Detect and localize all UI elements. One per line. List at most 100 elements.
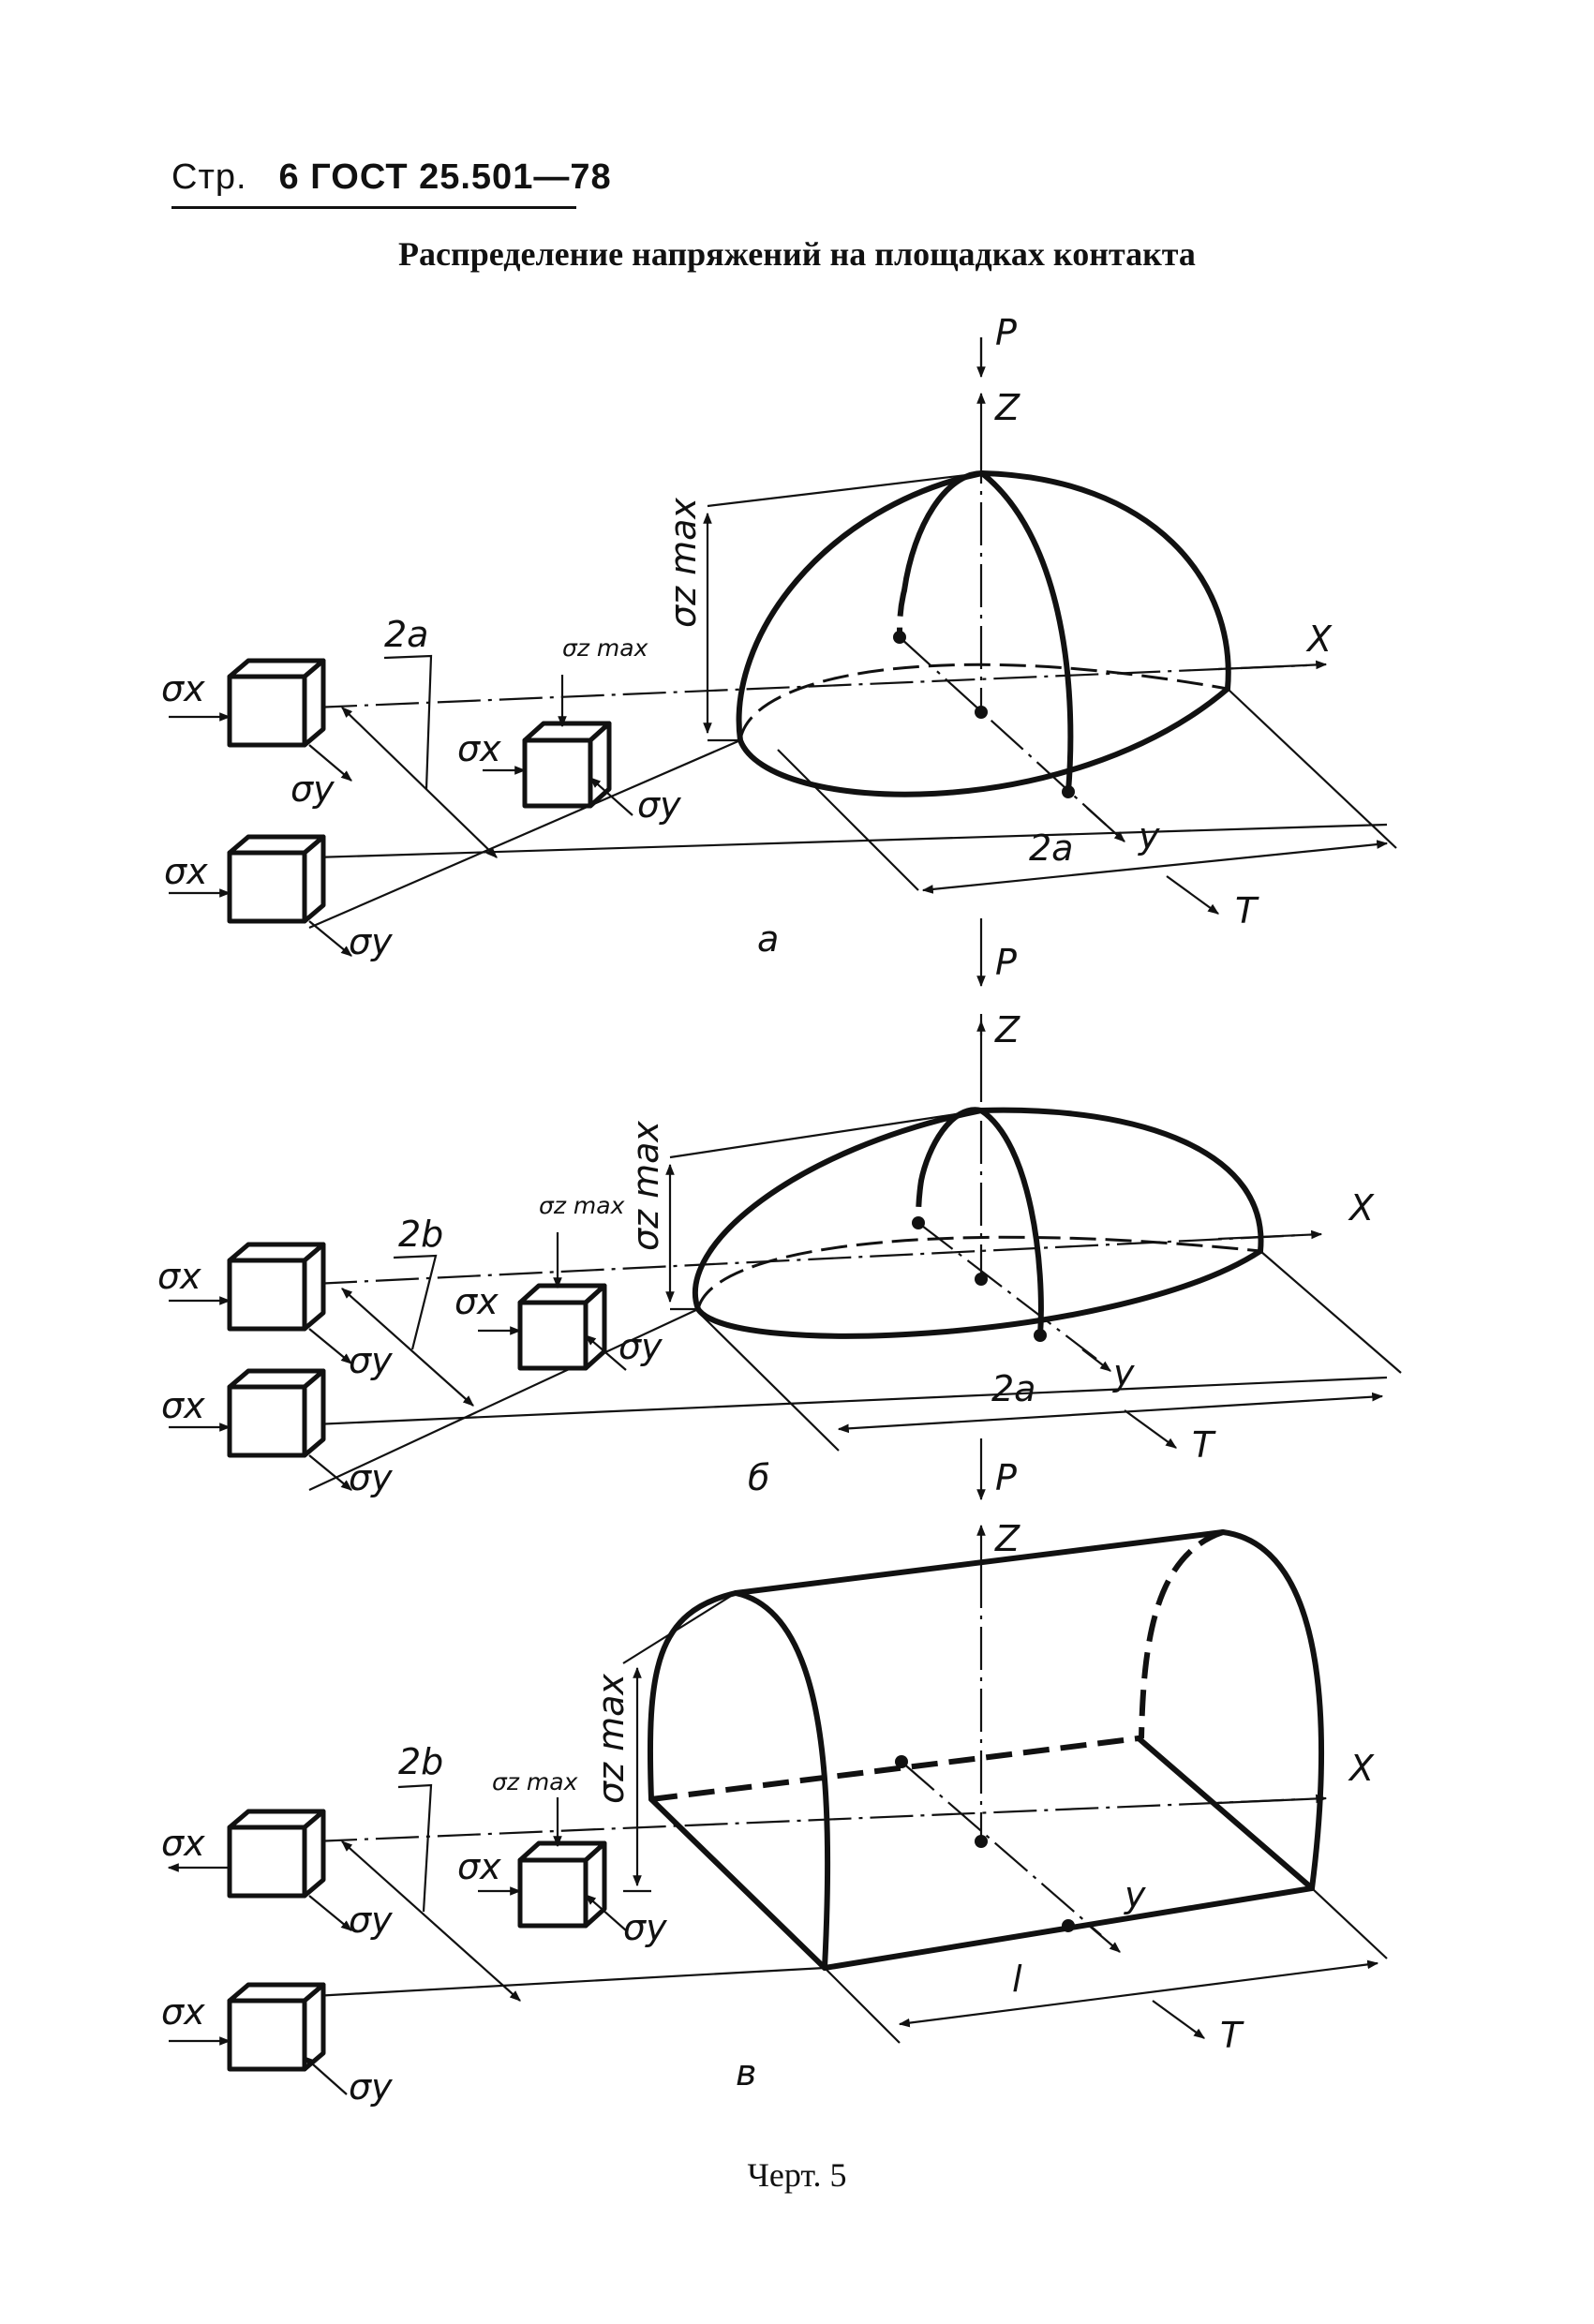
panel-c-arch-back-hidden (1139, 1529, 1224, 1739)
panel-a-sx-2: σx (164, 851, 208, 892)
panel-b-point-front (1034, 1329, 1047, 1342)
panel-a-left-dim (341, 707, 498, 858)
panel-b-t-arrow (1124, 1409, 1177, 1449)
panel-b-sy-1: σy (349, 1340, 393, 1381)
page-header: Стр. 6 ГОСТ 25.501—78 (171, 157, 612, 198)
panel-c-sx-1: σx (161, 1823, 205, 1864)
panel-a-y-label: y (1138, 815, 1160, 857)
panel-b-height-label: σz max (625, 1121, 666, 1251)
panel-a-height-label: σz max (663, 498, 704, 628)
panel-a-y-arrow (1086, 807, 1125, 842)
panel-c-left-leader (397, 1783, 433, 1913)
panel-c-y-axis (901, 1761, 1102, 1936)
panel-b-base-front (695, 1248, 1263, 1339)
panel-c: P Z X y σz max l T 2b (161, 1438, 1388, 2108)
panel-c-length-label: l (1012, 1959, 1022, 2000)
panel-b-sy-3: σy (618, 1326, 663, 1367)
panel-c-height-ext-top (622, 1592, 737, 1664)
header-rule (171, 206, 576, 209)
panel-a-sy-1: σy (290, 768, 335, 810)
figure-caption: Черт. 5 (747, 2156, 847, 2194)
panel-c-sx-3: σx (457, 1846, 501, 1887)
panel-b-sx-1: σx (157, 1256, 201, 1297)
panel-c-left-dim-label: 2b (398, 1741, 443, 1782)
panel-c-load-label: P (995, 1457, 1017, 1498)
panel-a-t-label: T (1235, 890, 1259, 931)
panel-a-ground-line-1 (313, 823, 1388, 859)
panel-b-element-center: σz max σx σy (454, 1192, 663, 1371)
panel-b-sx-2: σx (161, 1385, 205, 1426)
panel-c-height-label: σz max (590, 1674, 632, 1804)
panel-b-load-label: P (995, 942, 1017, 983)
panel-b-szmax: σz max (539, 1192, 625, 1219)
document-reference: 6 ГОСТ 25.501—78 (278, 157, 612, 197)
panel-b-point-back (912, 1216, 925, 1229)
panel-a-point-back (893, 631, 906, 644)
panel-a-ext-left (777, 749, 919, 891)
panel-b-y-axis (917, 1222, 1097, 1360)
panel-a-element-bottom: σx σy (164, 834, 393, 962)
panel-c-x-axis (313, 1797, 1304, 1843)
panel-b-height-ext-top (669, 1109, 982, 1159)
panel-b-x-label: X (1348, 1187, 1375, 1229)
panel-c-szmax: σz max (492, 1768, 578, 1795)
panel-b-width-dim (837, 1392, 1384, 1434)
panel-c-sx-2: σx (161, 1991, 205, 2033)
panel-a-ext-right (1227, 688, 1397, 849)
panel-b-x-arrow (1217, 1229, 1323, 1241)
panel-b-letter: б (748, 1457, 769, 1498)
panel-a-point-center (975, 706, 988, 719)
panel-a-letter: а (757, 918, 779, 960)
panel-b-t-label: T (1192, 1424, 1216, 1466)
panel-c-sy-2: σy (349, 2066, 393, 2108)
panel-b-width-label: 2a (991, 1368, 1035, 1409)
panel-a-z-label: Z (994, 387, 1020, 428)
panel-a-y-axis (899, 636, 1107, 826)
panel-a-left-leader (383, 654, 433, 790)
panel-a-meridian-back-top (901, 470, 985, 593)
panel-b-meridian-front (978, 1108, 1044, 1338)
page-label: Стр. (171, 157, 247, 197)
panel-a-sy-2: σy (349, 921, 393, 962)
panel-a-element-top: σx σy (161, 658, 352, 810)
panel-c-base-back (650, 1736, 1140, 1802)
panel-c-point-center (975, 1835, 988, 1848)
panel-a-x-arrow (1217, 660, 1328, 671)
panel-b-point-center (975, 1273, 988, 1286)
panel-a-ground-line-2 (308, 738, 741, 930)
panel-b-y-label: y (1112, 1352, 1135, 1393)
panel-c-sy-1: σy (349, 1899, 393, 1941)
panel-c-top-edge (733, 1529, 1226, 1596)
panel-a-szmax: σz max (562, 634, 648, 662)
panel-b-sy-2: σy (349, 1457, 393, 1498)
panel-c-ground-line-1 (313, 1966, 826, 1998)
panel-b-element-bottom: σx σy (161, 1368, 393, 1498)
panel-a-meridian-front (979, 470, 1074, 795)
panel-a-sx-1: σx (161, 668, 205, 709)
panel-b-base-back (696, 1235, 1261, 1310)
panel-b-meridian-back-top (918, 1107, 984, 1184)
panel-b-y-arrow (1081, 1348, 1111, 1372)
panel-a-meridian-back-dash (897, 589, 907, 638)
panel-a-element-center: σz max σx σy (457, 634, 681, 826)
panel-b-element-top: σx σy (157, 1242, 393, 1381)
panel-a-point-front (1062, 785, 1075, 798)
panel-b-ext-right (1259, 1250, 1402, 1374)
panel-b-left-dim-label: 2b (398, 1214, 443, 1255)
panel-c-letter: в (736, 2052, 756, 2093)
panel-a: P Z X y σz max 2a (161, 312, 1397, 962)
panel-b-left-dim (341, 1288, 474, 1407)
panel-b-ground-line-2 (308, 1308, 699, 1491)
panel-b-x-axis (313, 1233, 1304, 1286)
panel-a-left-dim-label: 2a (384, 614, 428, 655)
panel-b-left-leader (393, 1254, 438, 1350)
panel-a-x-label: X (1305, 618, 1333, 660)
panel-b-ext-left (697, 1311, 840, 1452)
panel-c-length-dim (898, 1959, 1379, 2028)
panel-a-t-arrow (1166, 875, 1219, 915)
panel-c-ext-right (1311, 1887, 1388, 1959)
panel-c-sy-3: σy (623, 1907, 667, 1948)
panel-c-element-center: σz max σx σy (457, 1768, 667, 1948)
panel-c-ext-left (824, 1967, 901, 2044)
